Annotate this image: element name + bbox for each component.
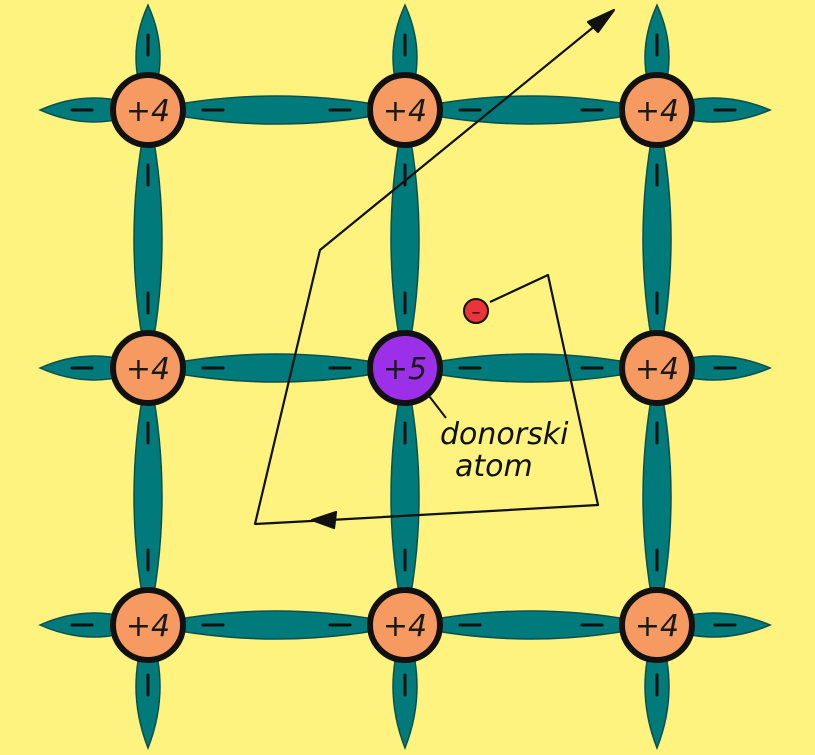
electron-path <box>253 8 616 530</box>
arrow-head-top <box>586 8 616 34</box>
donor-label-line1: donorski <box>440 417 569 452</box>
silicon-atom: +4 <box>110 587 186 663</box>
atoms-layer: +4 +4 +4 +4 +5 +4 +4 +4 +4 <box>110 72 695 663</box>
silicon-atom: +4 <box>110 330 186 406</box>
atom-charge: +4 <box>635 352 679 387</box>
silicon-atom: +4 <box>619 587 695 663</box>
atom-charge: +4 <box>383 94 427 129</box>
donor-pointer <box>425 391 447 419</box>
donor-label-line2: atom <box>455 449 533 484</box>
donor-charge: +5 <box>383 352 427 387</box>
electron-sign: – <box>472 302 481 323</box>
silicon-atom: +4 <box>367 72 443 148</box>
arrow-head-left <box>310 510 338 530</box>
silicon-atom: +4 <box>367 587 443 663</box>
atom-charge: +4 <box>635 94 679 129</box>
atom-charge: +4 <box>126 94 170 129</box>
atom-charge: +4 <box>126 609 170 644</box>
atom-charge: +4 <box>635 609 679 644</box>
silicon-atom: +4 <box>619 72 695 148</box>
donor-atom: +5 <box>367 330 443 406</box>
atom-charge: +4 <box>126 352 170 387</box>
atom-charge: +4 <box>383 609 427 644</box>
silicon-atom: +4 <box>110 72 186 148</box>
silicon-atom: +4 <box>619 330 695 406</box>
free-electron: – <box>463 298 489 324</box>
